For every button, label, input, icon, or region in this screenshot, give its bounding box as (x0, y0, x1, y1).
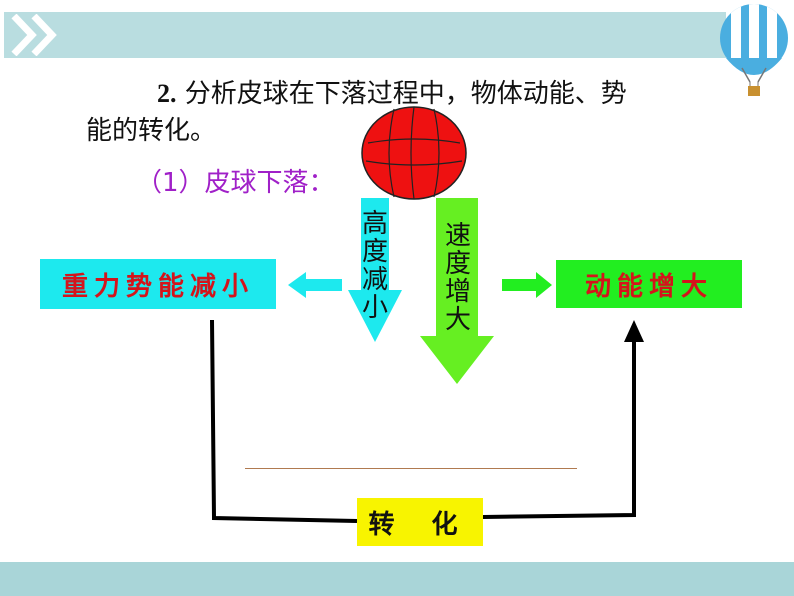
header-bar (4, 12, 726, 58)
label-char: 速 (444, 221, 471, 251)
conversion-loop (210, 319, 358, 523)
right-arrow (502, 272, 552, 298)
header-bar-point (676, 12, 726, 58)
answer-blank-line (245, 468, 577, 469)
question-line-2: 能的转化。 (86, 116, 217, 146)
question-text-1: 分析皮球在下落过程中，物体动能、势 (184, 79, 627, 109)
label-char: 减 (361, 265, 388, 295)
hot-air-balloon-icon (720, 4, 788, 96)
ball-image (361, 106, 467, 200)
left-arrow (288, 272, 342, 298)
potential-energy-box: 重力势能减小 (40, 259, 276, 309)
speed-increase-label: 速 度 增 大 (440, 222, 476, 334)
up-arrowhead (624, 320, 644, 342)
kinetic-energy-box: 动能增大 (556, 260, 742, 308)
height-decrease-label: 高 度 减 小 (360, 210, 390, 322)
label-char: 高 (361, 209, 388, 239)
label-char: 度 (444, 249, 471, 279)
height-decrease-arrow (348, 198, 402, 342)
conversion-box: 转 化 (357, 498, 483, 546)
question-line-1: 2. 分析皮球在下落过程中，物体动能、势 (157, 73, 627, 110)
question-number: 2. (157, 79, 177, 108)
double-chevron-icon (11, 14, 57, 56)
footer-bar (0, 562, 794, 596)
label-char: 增 (444, 277, 471, 307)
label-char: 小 (361, 293, 388, 323)
sub-heading: （1）皮球下落： (136, 168, 335, 198)
label-char: 度 (361, 237, 388, 267)
label-char: 大 (444, 305, 471, 335)
speed-increase-arrow (420, 198, 494, 384)
